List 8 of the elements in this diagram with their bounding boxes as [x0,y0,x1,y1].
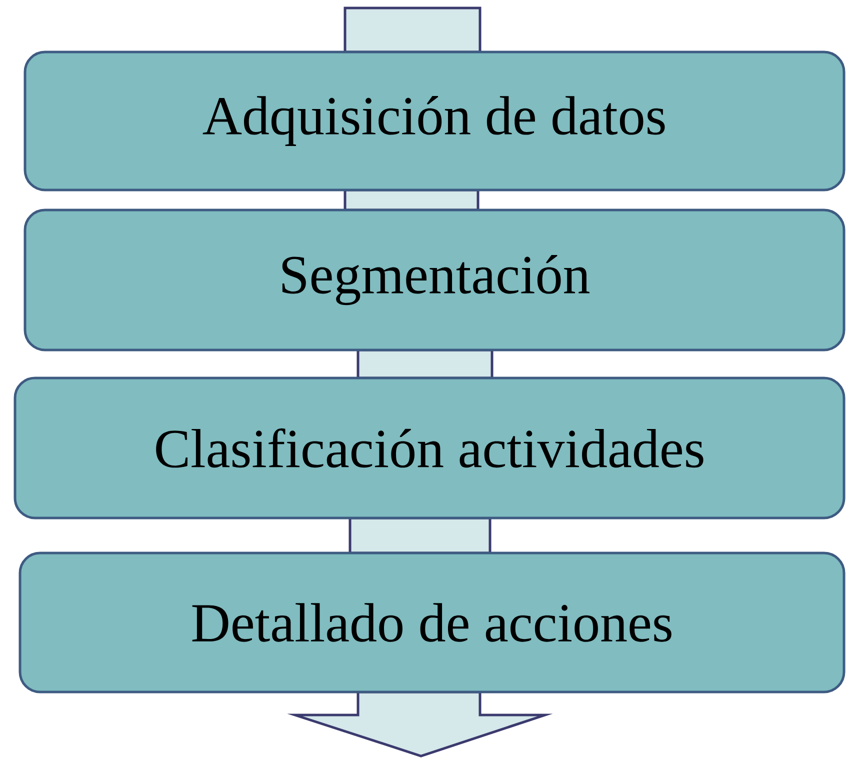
process-box: Adquisición de datos [24,50,846,192]
process-box: Segmentación [24,208,846,352]
arrow-shaft [356,348,494,380]
process-box: Clasificación actividades [14,376,846,520]
arrow-head-shaft [287,690,553,758]
arrow-shaft [344,6,482,54]
process-box: Detallado de acciones [18,552,846,694]
arrow-shaft [348,516,492,554]
